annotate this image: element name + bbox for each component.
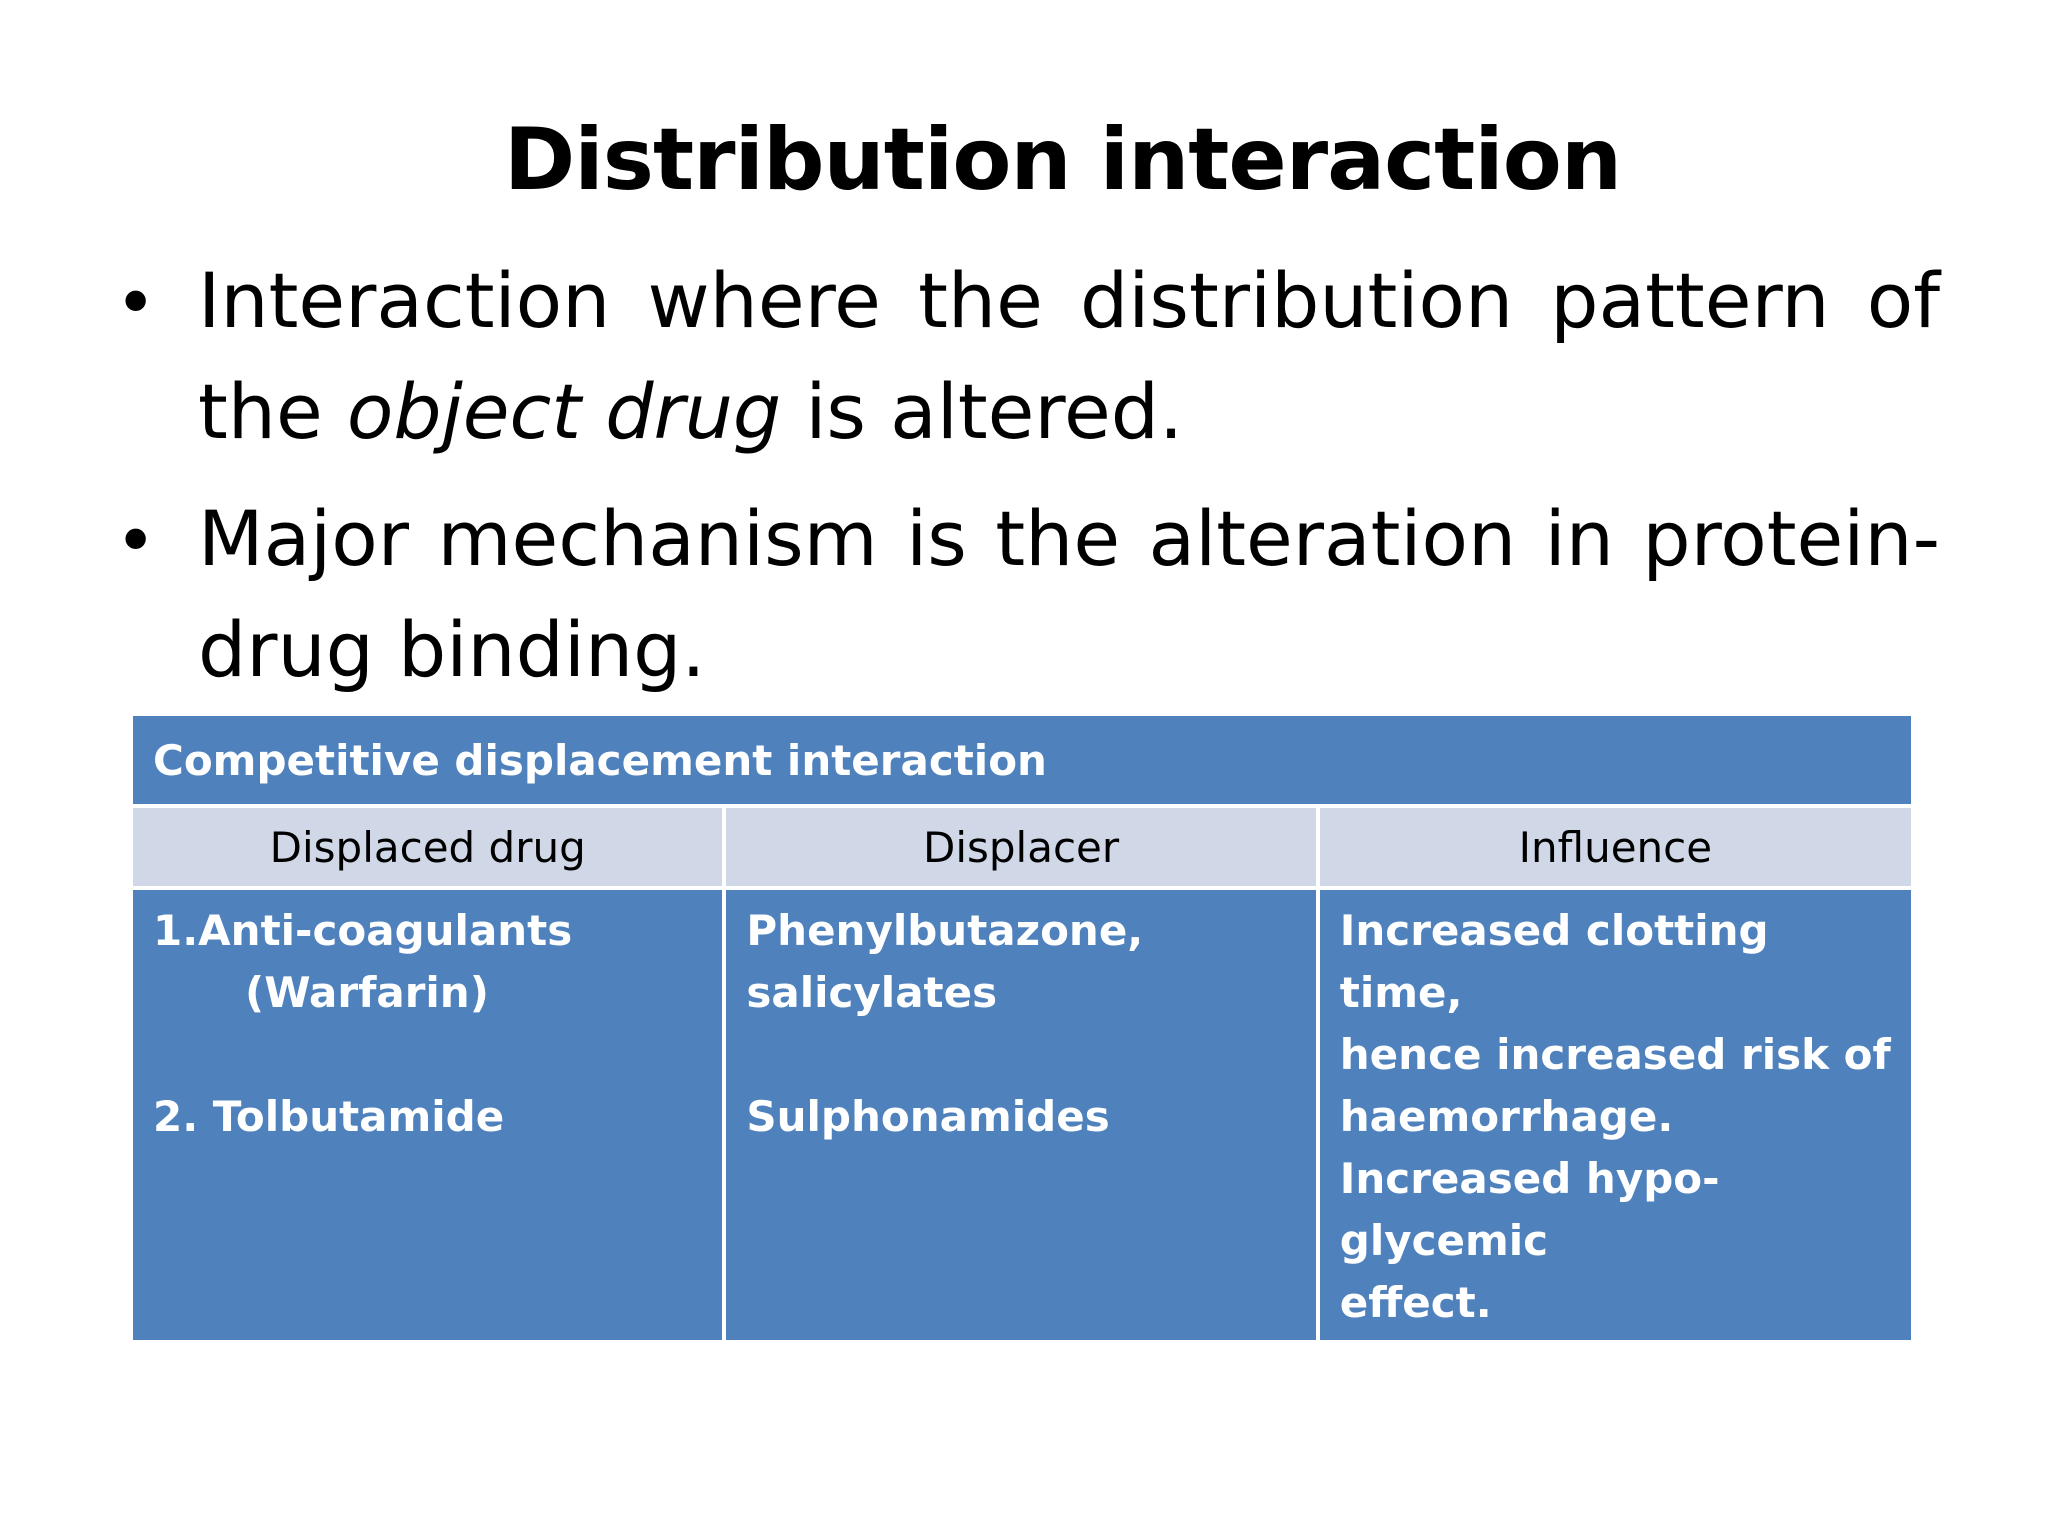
influence-1-line-3: haemorrhage. bbox=[1339, 1092, 1674, 1141]
displaced-drug-cell: 1.Anti-coagulants (Warfarin) 2. Tolbutam… bbox=[128, 886, 727, 1344]
displaced-drug-1: 1.Anti-coagulants bbox=[153, 906, 573, 955]
displacer-1: Phenylbutazone, bbox=[746, 906, 1144, 955]
bullet-text: Major mechanism is the alteration in pro… bbox=[198, 494, 1940, 694]
column-header-influence: Influence bbox=[1315, 804, 1916, 890]
table-title-row: Competitive displacement interaction bbox=[129, 712, 1915, 808]
influence-1-line-1: Increased clotting time, bbox=[1339, 906, 1769, 1017]
influence-2-line-1: Increased hypo-glycemic bbox=[1339, 1154, 1720, 1265]
table-row: 1.Anti-coagulants (Warfarin) 2. Tolbutam… bbox=[128, 886, 1916, 1344]
bullet-text-part: Interaction where the distribution patte… bbox=[198, 256, 1940, 456]
bullet-text: Interaction where the distribution patte… bbox=[198, 245, 1940, 467]
column-header-displaced-drug: Displaced drug bbox=[128, 804, 727, 890]
displacer-1-continued: salicylates bbox=[746, 968, 998, 1017]
displaced-drug-1-example: (Warfarin) bbox=[245, 968, 489, 1017]
table-title: Competitive displacement interaction bbox=[129, 712, 1915, 808]
spacer bbox=[746, 1024, 1299, 1086]
displacement-table: Competitive displacement interaction Dis… bbox=[128, 712, 1916, 1344]
influence-2-line-2: effect. bbox=[1339, 1278, 1492, 1327]
displaced-drug-2: 2. Tolbutamide bbox=[153, 1092, 505, 1141]
bullet-icon: • bbox=[115, 262, 157, 344]
influence-1-line-2: hence increased risk of bbox=[1339, 1030, 1891, 1079]
bullet-item: • Major mechanism is the alteration in p… bbox=[110, 483, 1940, 705]
bullet-icon: • bbox=[115, 500, 157, 582]
slide-title: Distribution interaction bbox=[503, 110, 1622, 210]
bullet-text-part: is altered. bbox=[781, 367, 1184, 456]
spacer bbox=[153, 1024, 706, 1086]
displacer-cell: Phenylbutazone, salicylates Sulphonamide… bbox=[722, 886, 1320, 1344]
table-header-row: Displaced drug Displacer Influence bbox=[128, 804, 1916, 890]
bullet-item: • Interaction where the distribution pat… bbox=[110, 245, 1940, 467]
displacer-2: Sulphonamides bbox=[746, 1092, 1110, 1141]
bullet-list: • Interaction where the distribution pat… bbox=[110, 245, 1940, 721]
bullet-text-emphasis: object drug bbox=[346, 367, 782, 456]
influence-cell: Increased clotting time, hence increased… bbox=[1315, 886, 1916, 1344]
column-header-displacer: Displacer bbox=[722, 804, 1320, 890]
